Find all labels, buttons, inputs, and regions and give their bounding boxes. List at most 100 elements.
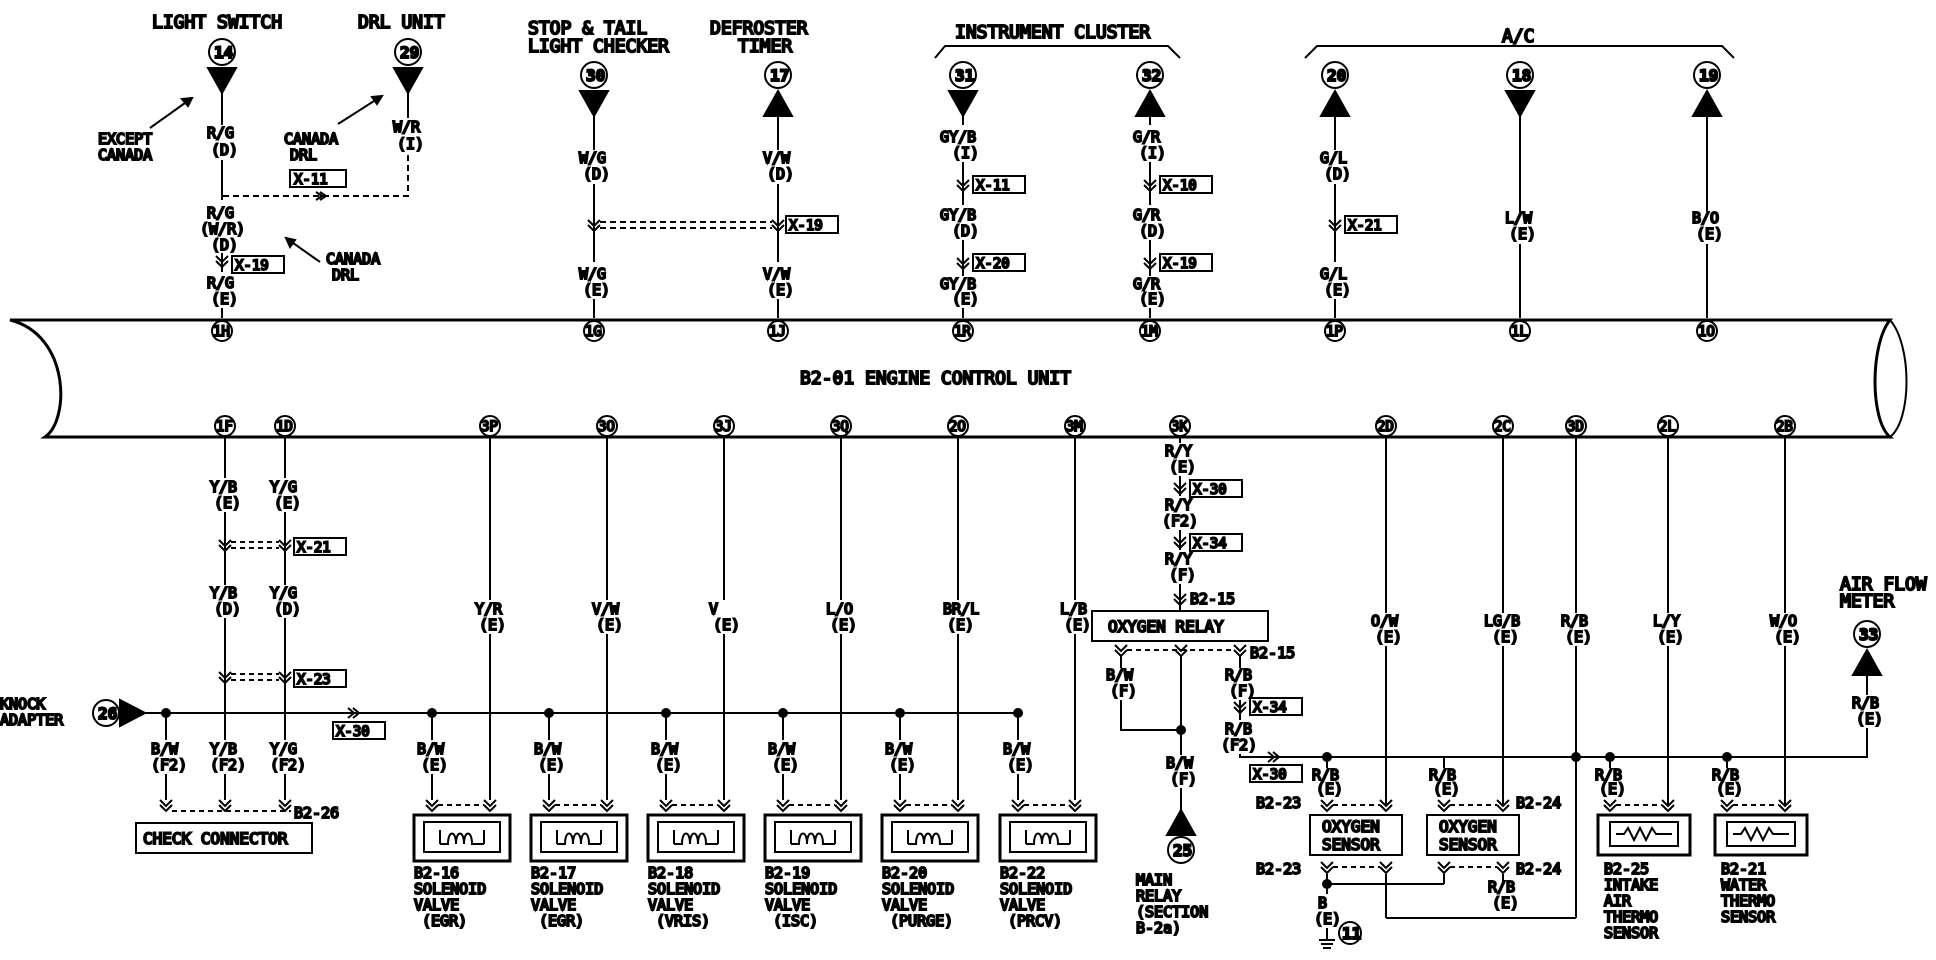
wire-gl-e-suffix: (E) [1324, 281, 1351, 299]
sv-l3-1: (EGR) [539, 912, 584, 930]
coil-icon [907, 830, 953, 845]
wire-bo-e-suffix: (E) [1696, 225, 1723, 243]
wire-vw-d-suffix: (D) [767, 165, 794, 183]
drl-unit-terminal: 29 [392, 38, 424, 96]
wire-ly: L/Y [1653, 612, 1680, 630]
svg-text:31: 31 [955, 66, 974, 85]
wire-gyb-e: GY/B [940, 275, 976, 293]
sv-l2-0: VALVE [414, 896, 459, 914]
wire-vw-e: V/W [763, 265, 791, 283]
svg-text:3P: 3P [481, 419, 498, 435]
wire-gyb-d: GY/B [940, 206, 976, 224]
solenoid-valve-box-0 [412, 813, 512, 863]
wire-gl-e: G/L [1320, 265, 1347, 283]
wire-rb-f2: R/B [1225, 720, 1252, 738]
wire-sv-signal-0: Y/R [475, 600, 503, 618]
main-relay-1: MAIN [1136, 871, 1172, 889]
wire-gr-d: G/R [1133, 206, 1161, 224]
wire-sv-signal-suffix-0: (E) [479, 616, 506, 634]
thermistor-icon-1 [1616, 825, 1672, 843]
sv-l3-5: (PRCV) [1008, 912, 1062, 930]
instrument-cluster-label: INSTRUMENT CLUSTER [955, 22, 1150, 43]
sv-l1-3: SOLENOID [765, 880, 837, 898]
wire-rb-t2: R/B [1712, 766, 1739, 784]
wire-wr-i: W/R [393, 118, 421, 136]
wire-sv-ground-suffix-1: (E) [538, 756, 565, 774]
coil-icon [1025, 830, 1071, 845]
wire-sv-signal-suffix-3: (E) [830, 616, 857, 634]
wire-ly-s: (E) [1657, 628, 1684, 646]
conn-x11a-label: X-11 [294, 172, 328, 188]
wire-vw-d: V/W [763, 149, 791, 167]
sv-id-3: B2-19 [765, 864, 810, 882]
sv-l1-1: SOLENOID [531, 880, 603, 898]
svg-text:26: 26 [98, 704, 117, 723]
main-relay-3: (SECTION [1136, 903, 1208, 921]
top-pins: 1H 1G 1J 1R 1M 1P 1L 1O [211, 320, 1718, 342]
wire-b-gnd: B [1318, 894, 1327, 912]
coil-icon [556, 830, 602, 845]
conn-x21a: X-21 [1348, 218, 1382, 234]
wire-gyb-i-suffix: (I) [952, 144, 979, 162]
main-relay-4: B-2a) [1136, 919, 1181, 937]
wire-sv-signal-suffix-2: (E) [713, 616, 740, 634]
wire-bw-main-s: (F) [1170, 770, 1197, 788]
knock-label-2: ADAPTER [0, 711, 64, 729]
conn-x30b: X-30 [1193, 482, 1227, 498]
conn-x30a: X-30 [336, 724, 370, 740]
wire-rg-wr: R/G [207, 204, 234, 222]
wire-gl-d: G/L [1320, 149, 1347, 167]
svg-text:1M: 1M [1141, 324, 1158, 340]
wire-wg-e-suffix: (E) [583, 281, 610, 299]
defroster-terminal: 17 [762, 61, 794, 117]
wire-sv-ground-suffix-0: (E) [421, 756, 448, 774]
check-connector-box [135, 822, 313, 854]
defroster-label-1: DEFROSTER [710, 18, 808, 39]
sv-l2-4: VALVE [882, 896, 927, 914]
wire-rb: R/B [1561, 612, 1588, 630]
main-relay-num: 25 [1173, 841, 1192, 860]
main-relay-2: RELAY [1136, 887, 1181, 905]
sv-l3-2: (VRIS) [656, 912, 710, 930]
oxygen-sensor-1-box [1309, 814, 1403, 856]
check-connector-label: CHECK CONNECTOR [143, 829, 288, 848]
main-relay-terminal [1167, 836, 1195, 864]
x11a-mark [315, 191, 328, 201]
wire-bw-f2: B/W [151, 740, 179, 758]
wire-gr-i-suffix: (I) [1139, 144, 1166, 162]
wire-sv-ground-3: B/W [768, 740, 796, 758]
sv-l2-3: VALVE [765, 896, 810, 914]
b224a: B2-24 [1516, 794, 1561, 812]
wire-sv-ground-2: B/W [651, 740, 679, 758]
oxygen-relay-label: OXYGEN RELAY [1108, 617, 1224, 636]
wire-sv-signal-5: L/B [1060, 600, 1087, 618]
ground-icon [1319, 939, 1335, 949]
sv-l1-0: SOLENOID [414, 880, 486, 898]
wire-sv-signal-suffix-4: (E) [947, 616, 974, 634]
svg-text:1J: 1J [769, 324, 786, 340]
wire-yg-f2: Y/G [270, 740, 297, 758]
sv-l3-3: (ISC) [773, 912, 818, 930]
svg-text:1D: 1D [276, 419, 293, 435]
stop-tail-label-1: STOP & TAIL [528, 18, 647, 39]
stop-tail-label-2: LIGHT CHECKER [528, 36, 669, 57]
air-flow-1: AIR FLOW [1840, 574, 1927, 595]
wire-bo-e: B/O [1692, 209, 1719, 227]
wire-ry-e: R/Y [1165, 442, 1192, 460]
relay-b215a: B2-15 [1190, 590, 1235, 608]
wts-1: WATER [1721, 876, 1767, 894]
oxy1-2: SENSOR [1322, 835, 1380, 854]
wire-rb-o2: R/B [1429, 766, 1456, 784]
wire-ow-s: (E) [1375, 628, 1402, 646]
iat-2: AIR [1604, 892, 1632, 910]
wire-vw-e-suffix: (E) [767, 281, 794, 299]
wire-rb-t1-s: (E) [1599, 780, 1626, 798]
sv-id-5: B2-22 [1000, 864, 1045, 882]
drl-unit-label: DRL UNIT [358, 12, 445, 33]
ac-20-terminal: 20 [1319, 61, 1351, 117]
sv-l1-5: SOLENOID [1000, 880, 1072, 898]
coil-icon [673, 830, 719, 845]
knock-label-1: KNOCK [0, 695, 45, 713]
